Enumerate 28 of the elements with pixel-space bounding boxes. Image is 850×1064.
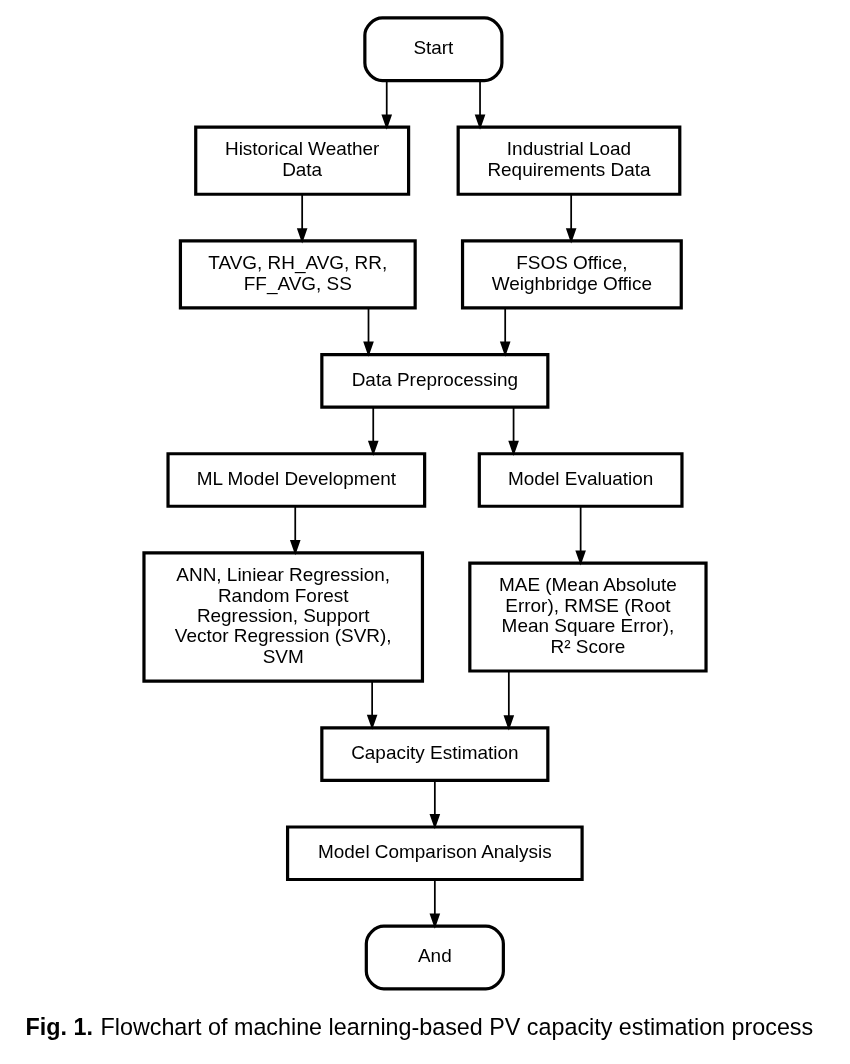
node-box: ANN, Liniear Regression, Random Forest Regression, Support Vector Regression (SVR), SVM [142, 550, 425, 683]
arrow [499, 306, 511, 357]
caption: Fig. 1. Flowchart of machine learning-based PV capacity estimation process [25, 1013, 814, 1040]
node-box: TAVG, RH_AVG, RR, FF_AVG, SS [178, 238, 417, 310]
node-box: Data Preprocessing [320, 352, 550, 409]
node-box: Start [363, 15, 504, 82]
node-box: FSOS Office, Weighbridge Office [460, 238, 683, 310]
arrow [429, 779, 441, 829]
arrow [289, 505, 301, 555]
node-box: Model Evaluation [477, 451, 684, 508]
node-box: ML Model Development [166, 451, 427, 508]
arrow [363, 306, 374, 357]
node-box: Model Comparison Analysis [286, 824, 584, 881]
arrow [429, 878, 441, 929]
arrow [474, 79, 486, 130]
arrow [367, 406, 379, 456]
node-box: MAE (Mean Absolute Error), RMSE (Root Mean Square Error), R² Score [468, 561, 708, 673]
node-box: Historical Weather Data [194, 125, 411, 196]
arrow [508, 406, 519, 456]
arrow [296, 193, 308, 243]
node-box: And [364, 924, 505, 990]
arrow [565, 193, 577, 243]
arrow [381, 79, 393, 130]
arrow [366, 680, 378, 730]
arrow [575, 505, 586, 566]
arrow [503, 669, 515, 730]
node-box: Capacity Estimation [320, 725, 550, 782]
node-box: Industrial Load Requirements Data [456, 125, 682, 196]
